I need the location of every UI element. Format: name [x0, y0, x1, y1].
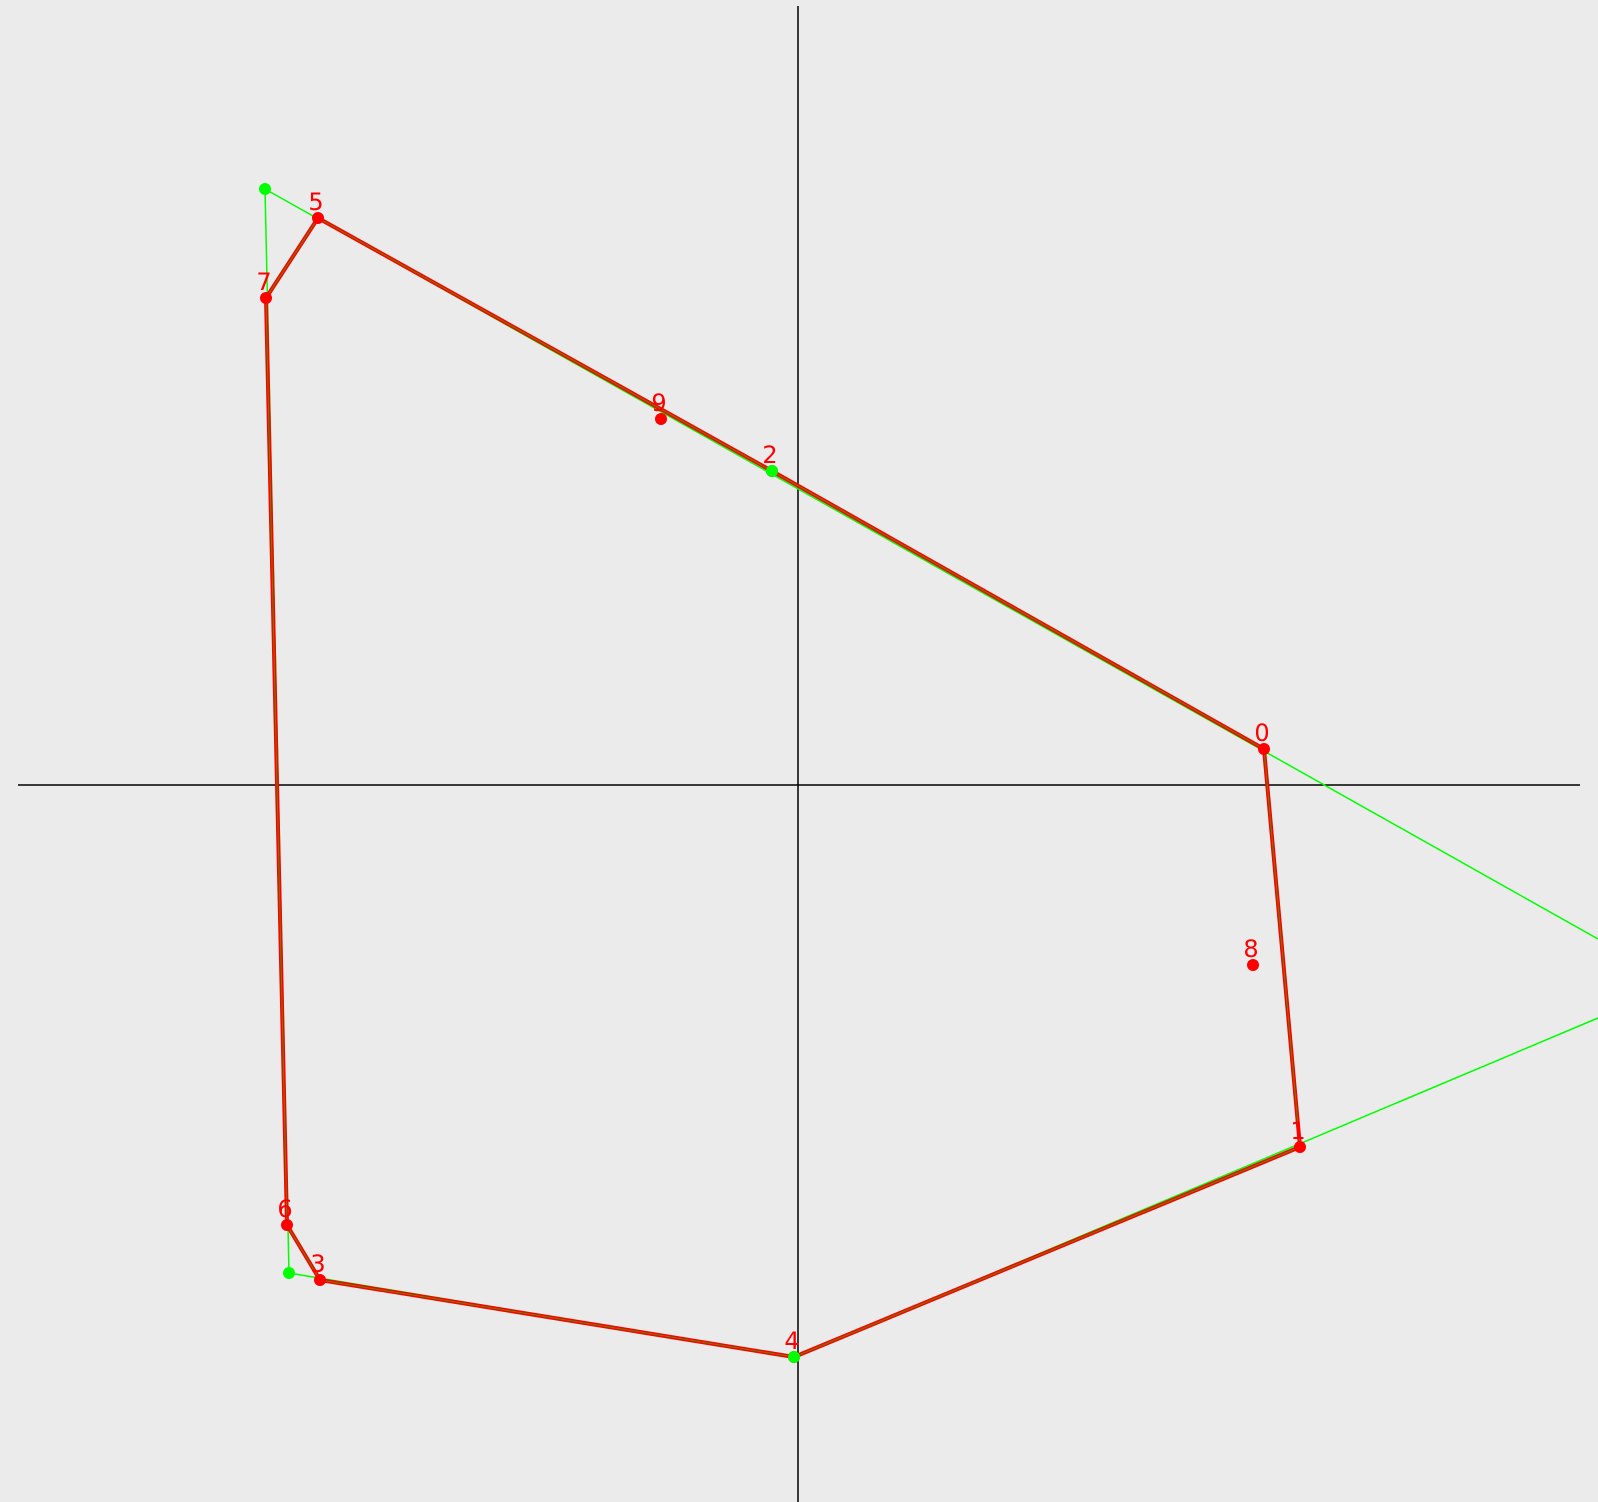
point-label-4: 4	[784, 1327, 799, 1355]
point-label-1: 1	[1290, 1117, 1305, 1145]
hull-edge-overlay-4	[286, 1224, 321, 1281]
bound-vertex-2	[283, 1267, 295, 1279]
axes	[18, 6, 1580, 1502]
bound-vertex-0	[259, 183, 271, 195]
hull-edge-overlay-5	[319, 1279, 795, 1358]
point-6	[281, 1219, 293, 1231]
bound-vertices	[259, 183, 800, 1363]
point-9	[655, 413, 667, 425]
point-label-7: 7	[256, 268, 271, 296]
bound-vertex-3	[788, 1351, 800, 1363]
point-label-2: 2	[762, 441, 777, 469]
hull-edge-overlay-0	[771, 470, 1265, 750]
point-1	[1294, 1141, 1306, 1153]
hull-edge-overlay-2	[265, 217, 319, 299]
point-labels: 0 1 2 3 4 5 6 7 8 9	[256, 188, 1305, 1355]
hull-edge-overlay-1	[317, 217, 773, 472]
point-label-6: 6	[277, 1195, 292, 1223]
bound-vertex-1	[766, 465, 778, 477]
point-label-3: 3	[310, 1250, 325, 1278]
point-3	[314, 1274, 326, 1286]
hull-edge-overlay-6	[793, 1146, 1301, 1358]
point-label-8: 8	[1243, 935, 1258, 963]
hull-edge-overlay-7	[1263, 748, 1301, 1148]
points-layer	[260, 212, 1306, 1363]
point-8	[1247, 959, 1259, 971]
point-label-9: 9	[651, 389, 666, 417]
point-7	[260, 292, 272, 304]
point-0	[1258, 743, 1270, 755]
point-label-5: 5	[308, 188, 323, 216]
point-5	[312, 212, 324, 224]
bounding-lines	[264, 188, 1598, 1358]
hull-edge-overlay-3	[265, 297, 288, 1226]
point-label-0: 0	[1254, 719, 1269, 747]
convex-hull	[264, 216, 1302, 1359]
